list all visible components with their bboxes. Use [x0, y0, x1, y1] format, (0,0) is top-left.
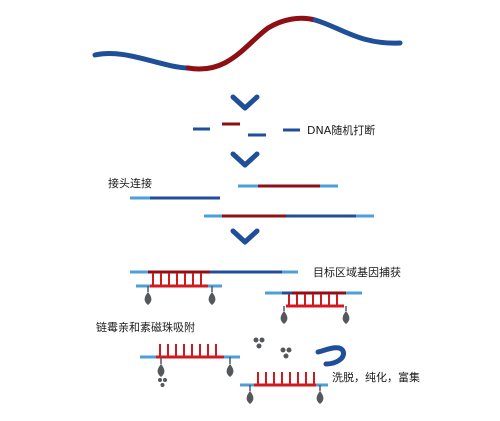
step-label-wash-elute-enrich: 洗脱，纯化，富集: [332, 370, 420, 384]
magnetic-bead-icon: [226, 364, 234, 377]
magnetic-bead-icon: [208, 292, 216, 305]
magnetic-bead-icon: [157, 364, 165, 377]
magnetic-bead-icon: [316, 391, 324, 404]
capture-complex: [130, 270, 298, 305]
magnetic-bead-icon: [144, 292, 152, 305]
dna-segment-target: [185, 15, 318, 72]
streptavidin-icon: [280, 347, 292, 359]
bait-probe: [150, 273, 208, 288]
magnetic-bead-icon: [246, 391, 254, 404]
capture-complex: [265, 291, 362, 324]
bait-probe: [286, 294, 344, 308]
step-label-target-capture: 目标区域基因捕获: [313, 265, 401, 279]
chevron-down-icon: [230, 151, 260, 168]
released-probe: [240, 372, 328, 404]
magnetic-bead-icon: [280, 311, 288, 324]
chevron-down-icon: [230, 94, 260, 111]
streptavidin-icon: [158, 378, 167, 387]
streptavidin-icon: [253, 337, 265, 349]
chevron-down-icon: [230, 228, 260, 245]
dna-segment-left: [92, 51, 191, 71]
captured-probe: [140, 344, 240, 377]
step-label-streptavidin-binding: 链霉亲和素磁珠吸附: [96, 320, 195, 334]
step-label-adapter-ligation: 接头连接: [108, 177, 152, 190]
streptavidin-particles: [158, 337, 292, 387]
dna-segment-right: [312, 17, 403, 46]
eluted-dna-strand: [315, 345, 346, 367]
magnetic-bead-icon: [342, 311, 350, 324]
genomic-dna-wave: [92, 15, 403, 72]
step-label-fragmentation: DNA随机打断: [307, 123, 375, 137]
dna-fragments: [193, 122, 300, 137]
